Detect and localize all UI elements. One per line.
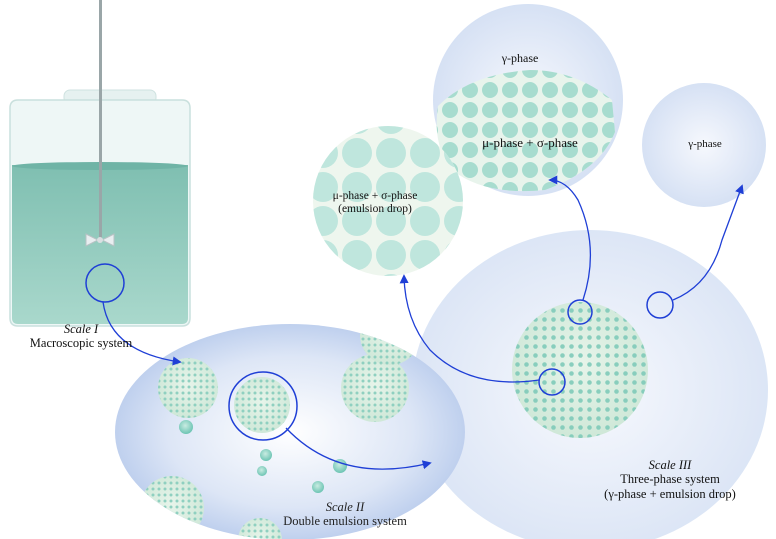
stirrer-impeller [85,233,115,247]
scale3-title: Scale III [648,458,692,472]
gamma-phase-right-bubble [642,83,766,207]
stirrer-shaft [99,0,102,238]
arrow-to-emulsion-drop [399,274,540,383]
scale1-subtitle: Macroscopic system [29,336,133,351]
scale1-selection-circle [85,263,125,303]
arrow-to-mu-sigma [548,175,592,301]
scale2-label: Scale II Double emulsion system [255,500,435,529]
arrow-scale1-to-scale2 [102,301,182,366]
gamma-phase-top-label: γ-phase [501,51,539,65]
scale2-selection-circle [228,371,298,441]
arrow-to-gamma-right [672,184,744,301]
stirred-tank [9,0,191,327]
gamma-phase-right-label: γ-phase [688,138,722,150]
scale3-selection-circle-left [538,368,566,396]
drop-line1: μ-phase + σ-phase [332,190,418,202]
scale3-label: Scale III Three-phase system (γ-phase + … [570,458,770,501]
scale3-line2: (γ-phase + emulsion drop) [604,486,736,501]
mu-sigma-top-label: μ-phase + σ-phase [482,135,578,150]
scale1-label: Scale I Macroscopic system [6,322,156,351]
drop-line2: (emulsion drop) [338,203,412,216]
arrow-scale2-to-scale3 [285,427,432,470]
scale3-line1: Three-phase system [620,472,720,487]
zoom-arrows [102,175,744,470]
scale2-title: Scale II [325,500,365,514]
scale1-title: Scale I [63,322,99,336]
scale3-selection-circle-right [646,291,674,319]
scale3-selection-circle-top [567,299,593,325]
scale2-subtitle: Double emulsion system [283,514,407,529]
emulsion-drop-label: μ-phase + σ-phase (emulsion drop) [300,190,450,216]
